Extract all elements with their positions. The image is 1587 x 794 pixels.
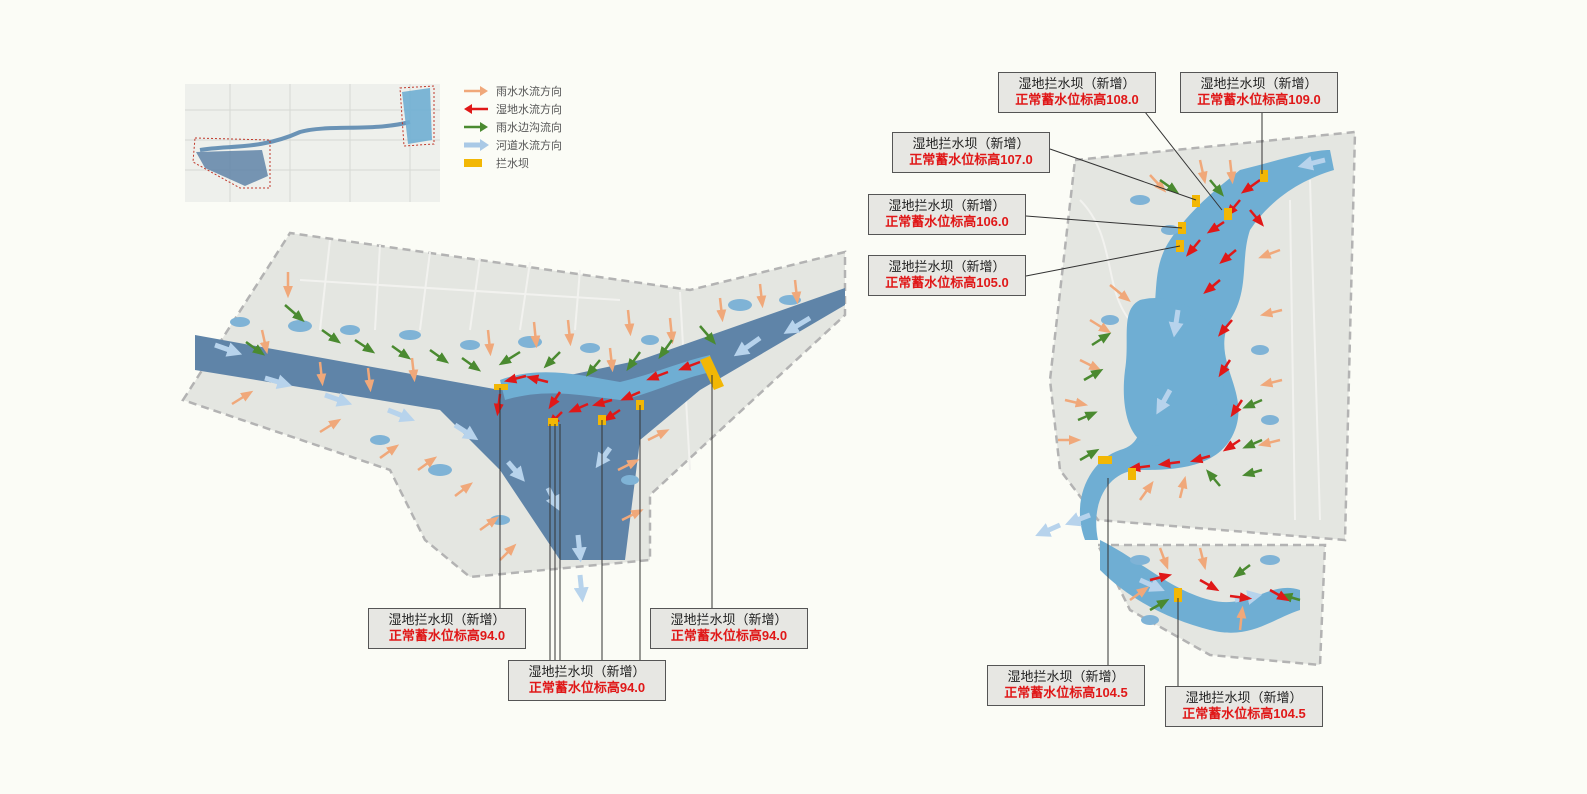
lightblue-arrow-icon	[464, 139, 489, 151]
callout-dam-104-5-a: 湿地拦水坝（新增） 正常蓄水位标高104.5	[987, 665, 1145, 706]
callout-title: 湿地拦水坝（新增）	[1185, 690, 1303, 705]
callout-title: 湿地拦水坝（新增）	[1018, 76, 1136, 91]
yellow-dam-icon	[464, 159, 482, 167]
callout-value: 正常蓄水位标高105.0	[885, 275, 1009, 290]
callout-dam-107: 湿地拦水坝（新增） 正常蓄水位标高107.0	[892, 132, 1050, 173]
callout-dam-108: 湿地拦水坝（新增） 正常蓄水位标高108.0	[998, 72, 1156, 113]
legend-item-rain-flow: 雨水水流方向	[462, 82, 562, 100]
callout-title: 湿地拦水坝（新增）	[670, 612, 788, 627]
red-arrow-icon	[464, 104, 488, 114]
callout-dam-104-5-b: 湿地拦水坝（新增） 正常蓄水位标高104.5	[1165, 686, 1323, 727]
orange-arrow-icon	[464, 86, 488, 96]
callout-value: 正常蓄水位标高109.0	[1197, 92, 1321, 107]
callout-dam-left-3: 湿地拦水坝（新增） 正常蓄水位标高94.0	[650, 608, 808, 649]
callout-value: 正常蓄水位标高94.0	[670, 628, 788, 643]
callout-dam-106: 湿地拦水坝（新增） 正常蓄水位标高106.0	[868, 194, 1026, 235]
callout-title: 湿地拦水坝（新增）	[388, 612, 506, 627]
callout-title: 湿地拦水坝（新增）	[528, 664, 646, 679]
callout-value: 正常蓄水位标高104.5	[1182, 706, 1306, 721]
left-wetland-site	[181, 231, 847, 660]
legend-item-ditch-flow: 雨水边沟流向	[462, 118, 562, 136]
callout-value: 正常蓄水位标高107.0	[909, 152, 1033, 167]
callout-value: 正常蓄水位标高94.0	[388, 628, 506, 643]
callout-title: 湿地拦水坝（新增）	[1200, 76, 1318, 91]
legend-label: 雨水边沟流向	[496, 122, 562, 134]
legend-label: 拦水坝	[496, 158, 529, 170]
callout-dam-left-2: 湿地拦水坝（新增） 正常蓄水位标高94.0	[508, 660, 666, 701]
legend-item-river-flow: 河道水流方向	[462, 136, 562, 154]
legend: 雨水水流方向 湿地水流方向 雨水边沟流向 河道水流方向 拦水坝	[462, 82, 562, 172]
green-arrow-icon	[464, 122, 488, 132]
legend-label: 雨水水流方向	[496, 86, 562, 98]
legend-label: 湿地水流方向	[496, 104, 562, 116]
inset-location-map	[185, 84, 440, 202]
callout-value: 正常蓄水位标高94.0	[528, 680, 646, 695]
callout-dam-105: 湿地拦水坝（新增） 正常蓄水位标高105.0	[868, 255, 1026, 296]
right-wetland-site	[1025, 111, 1357, 687]
callout-title: 湿地拦水坝（新增）	[912, 136, 1030, 151]
callout-title: 湿地拦水坝（新增）	[888, 259, 1006, 274]
callout-value: 正常蓄水位标高108.0	[1015, 92, 1139, 107]
legend-item-wetland-flow: 湿地水流方向	[462, 100, 562, 118]
callout-title: 湿地拦水坝（新增）	[888, 198, 1006, 213]
legend-item-dam: 拦水坝	[462, 154, 562, 172]
callout-value: 正常蓄水位标高104.5	[1004, 685, 1128, 700]
callout-title: 湿地拦水坝（新增）	[1007, 669, 1125, 684]
callout-dam-109: 湿地拦水坝（新增） 正常蓄水位标高109.0	[1180, 72, 1338, 113]
legend-label: 河道水流方向	[496, 140, 562, 152]
callout-dam-left-1: 湿地拦水坝（新增） 正常蓄水位标高94.0	[368, 608, 526, 649]
callout-value: 正常蓄水位标高106.0	[885, 214, 1009, 229]
